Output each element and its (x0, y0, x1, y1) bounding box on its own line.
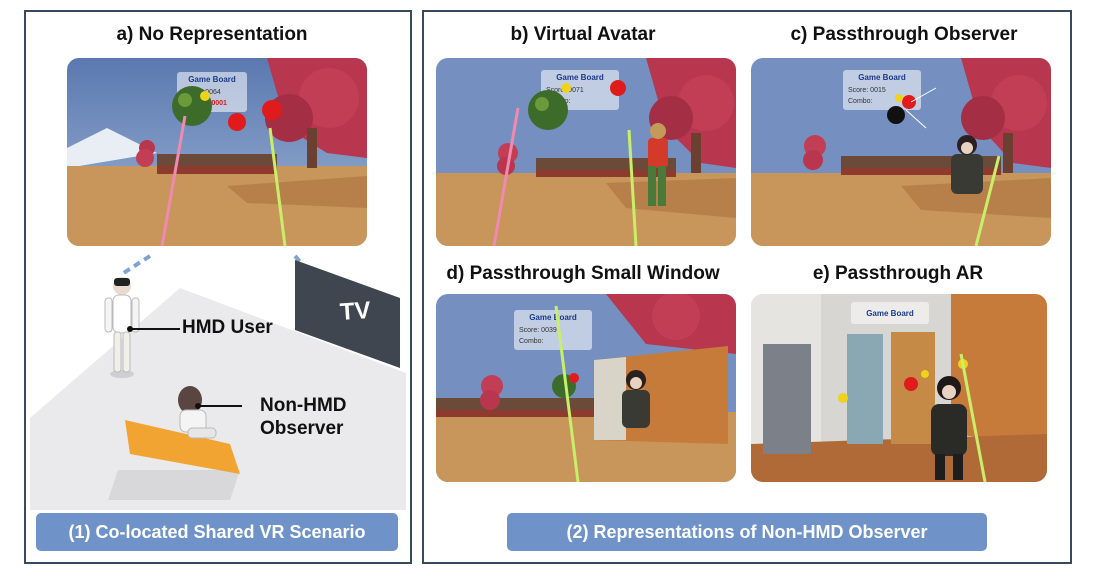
game-board-title: Game Board (858, 73, 906, 82)
passthrough-window (594, 346, 728, 444)
colocated-scene-illustration (30, 248, 406, 510)
view-title-passthrough-observer: c) Passthrough Observer (790, 24, 1017, 46)
vr-screenshot-virtual-avatar: Game Board Score: 0071 Combo: (436, 58, 736, 246)
view-title-passthrough-small-window: d) Passthrough Small Window (446, 263, 719, 285)
caption-colocated-scenario: (1) Co-located Shared VR Scenario (36, 513, 398, 551)
vr-screenshot-no-representation: Game Board Score: 0064 Combo: 0001 (67, 58, 367, 246)
vr-screenshot-passthrough-ar: Game Board (751, 294, 1047, 482)
tv-label: TV (339, 297, 372, 327)
game-board-title: Game Board (556, 73, 604, 82)
game-board-combo: Combo: (848, 98, 873, 105)
hmd-user-label: HMD User (182, 317, 273, 339)
game-board-title: Game Board (529, 313, 577, 322)
game-board-score: Score: 0015 (848, 87, 886, 94)
non-hmd-observer-label-line2: Observer (260, 418, 343, 440)
non-hmd-observer-label-line1: Non-HMD (260, 395, 347, 417)
game-board-score: Score: 0039 (519, 327, 557, 334)
game-board-title: Game Board (866, 309, 914, 318)
game-board-title: Game Board (188, 75, 236, 84)
game-board-combo: Combo: (519, 338, 544, 345)
caption-representations: (2) Representations of Non-HMD Observer (507, 513, 987, 551)
panel-title-no-representation: a) No Representation (116, 24, 307, 46)
view-title-passthrough-ar: e) Passthrough AR (813, 263, 983, 285)
view-title-virtual-avatar: b) Virtual Avatar (510, 24, 655, 46)
vr-screenshot-passthrough-observer: Game Board Score: 0015 Combo: (751, 58, 1051, 246)
vr-screenshot-passthrough-small-window: Game Board Score: 0039 Combo: (436, 294, 736, 482)
